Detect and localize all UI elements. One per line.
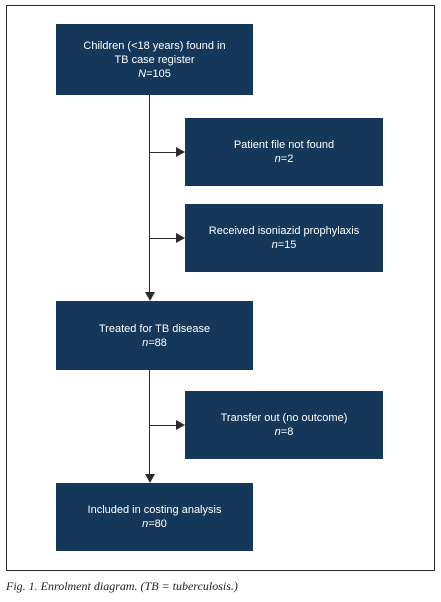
diagram-frame [6, 5, 435, 571]
box-transfer-out-count: n=8 [274, 426, 294, 438]
box-children-line2: TB case register [114, 53, 195, 66]
box-isoniazid: Received isoniazid prophylaxis n=15 [185, 204, 383, 272]
connector-main-upper [149, 95, 150, 293]
box-file-not-found-count: n=2 [274, 153, 294, 165]
box-transfer-out: Transfer out (no outcome) n=8 [185, 391, 383, 459]
arrow-to-transfer-out [176, 420, 185, 430]
box-file-not-found: Patient file not found n=2 [185, 118, 383, 186]
arrow-to-included [145, 474, 155, 483]
box-included: Included in costing analysis n=80 [56, 483, 253, 551]
box-isoniazid-count: n=15 [271, 239, 297, 251]
box-file-not-found-label: Patient file not found [233, 139, 335, 151]
box-transfer-out-label: Transfer out (no outcome) [220, 412, 348, 424]
arrow-to-isoniazid [176, 233, 185, 243]
connector-branch-isoniazid [149, 238, 177, 239]
connector-branch-file-not-found [149, 152, 177, 153]
box-treated-label: Treated for TB disease [98, 322, 211, 335]
box-children-in-register: Children (<18 years) found in TB case re… [56, 24, 253, 95]
box-included-count: n=80 [142, 518, 167, 530]
arrow-to-file-not-found [176, 147, 185, 157]
figure-caption: Fig. 1. Enrolment diagram. (TB = tubercu… [6, 579, 238, 593]
box-children-line1: Children (<18 years) found in [83, 39, 226, 52]
box-isoniazid-label: Received isoniazid prophylaxis [208, 225, 360, 237]
connector-branch-transfer-out [149, 425, 177, 426]
box-included-label: Included in costing analysis [87, 504, 222, 516]
box-treated-count: n=88 [142, 336, 167, 349]
arrow-to-treated [145, 292, 155, 301]
box-treated: Treated for TB disease n=88 [56, 301, 253, 370]
box-children-count: N=105 [138, 67, 171, 80]
connector-main-lower [149, 370, 150, 475]
